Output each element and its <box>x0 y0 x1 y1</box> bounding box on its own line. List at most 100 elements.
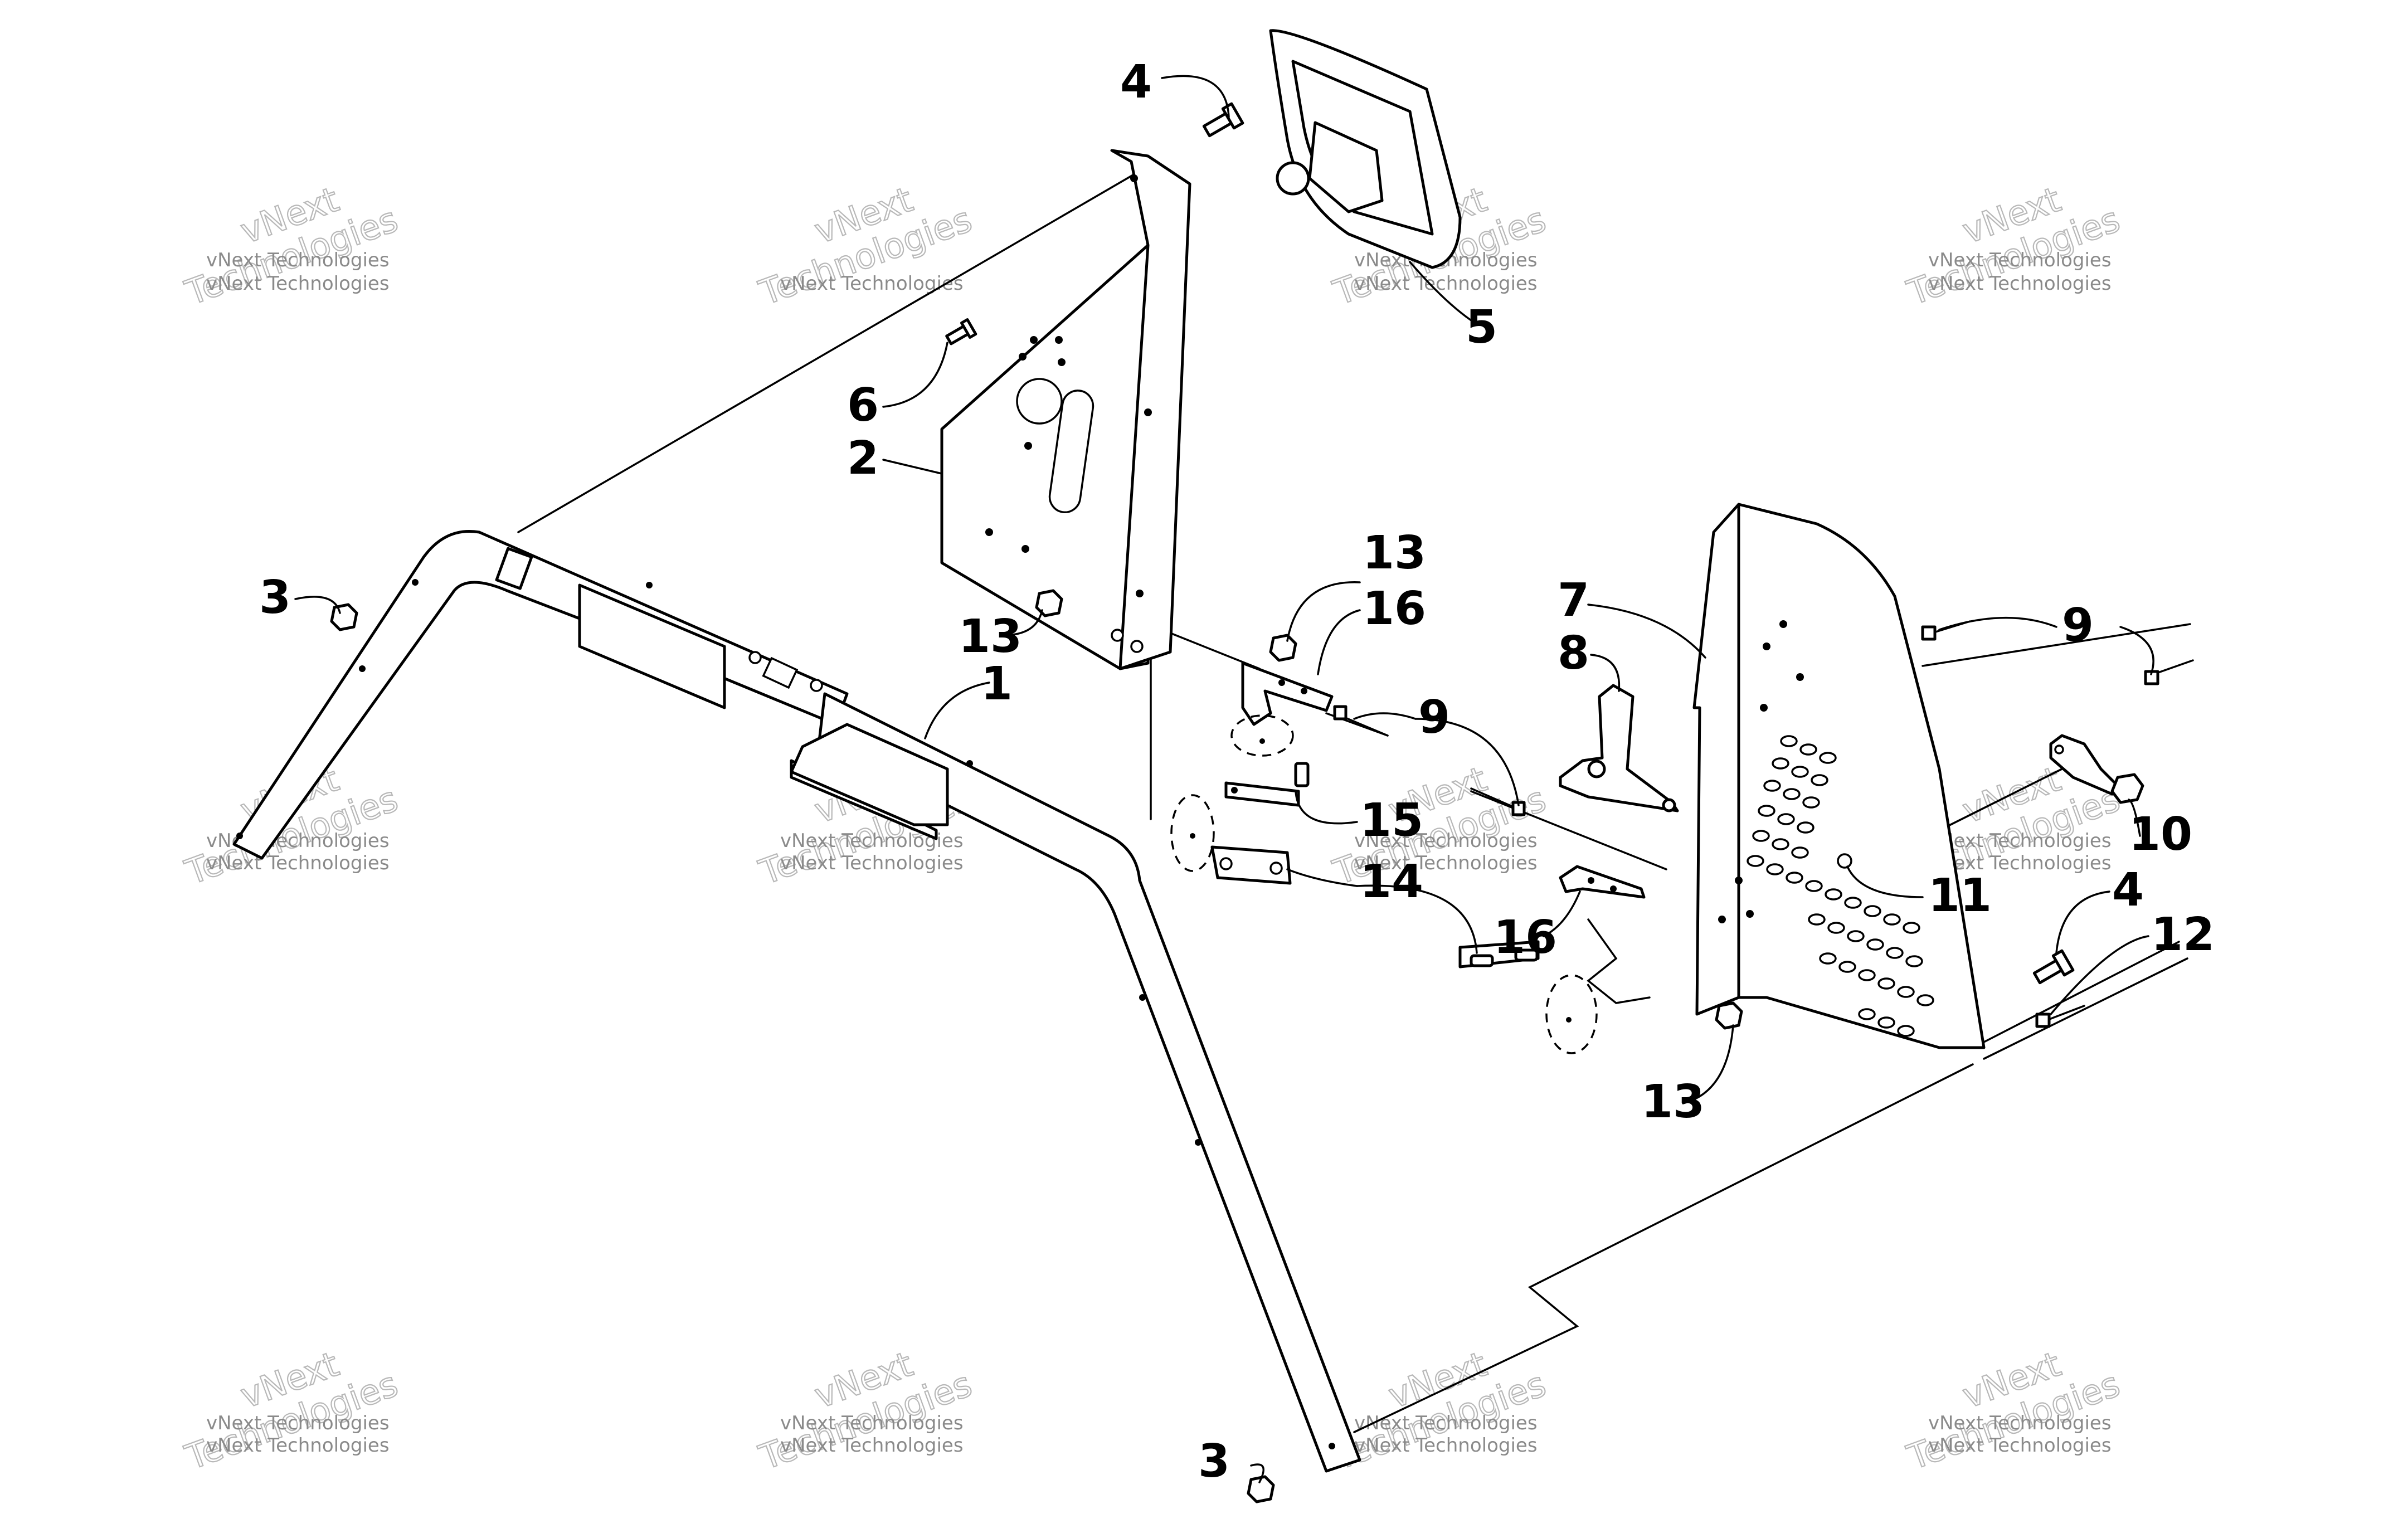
callout-2: 2 <box>847 432 879 485</box>
frame-right-section <box>818 692 1361 1473</box>
screw-head <box>960 318 977 339</box>
leader-line <box>1470 790 1667 870</box>
callout-9-right: 9 <box>2062 599 2094 652</box>
washer-phantom <box>1545 974 1598 1054</box>
panel-left <box>940 244 1150 670</box>
frame-tab <box>495 547 533 590</box>
frame-hole <box>1195 1139 1201 1146</box>
panel-right-flange <box>1692 503 1740 1016</box>
bracket-body <box>1559 865 1646 899</box>
watermark-caption: vNext Technologies <box>206 1434 390 1457</box>
watermark-caption: vNext Technologies <box>1928 249 2112 271</box>
watermark-caption: vNext Technologies <box>206 249 390 271</box>
callout-4-top: 4 <box>1120 56 1152 109</box>
callout-1: 1 <box>981 658 1013 710</box>
pin-shank <box>1470 787 1517 809</box>
panel-hole <box>1058 358 1066 366</box>
frame-hole <box>412 579 419 586</box>
leader-3-top <box>294 596 341 614</box>
callout-14: 14 <box>1360 855 1423 908</box>
vent-hole <box>1844 897 1862 909</box>
callouts: 4 5 6 2 3 13 1 13 16 9 15 14 16 7 8 13 1… <box>259 56 2215 1488</box>
bracket-hole <box>1588 877 1594 884</box>
washer-phantom <box>1170 794 1215 872</box>
vent-hole <box>1802 796 1820 809</box>
vent-hole <box>1819 952 1837 965</box>
leader-line <box>1983 957 2188 1060</box>
plate-stud <box>1294 762 1310 787</box>
frame-slot <box>762 656 799 689</box>
leader-13-bottom <box>1682 1024 1734 1104</box>
hex-nut <box>1035 589 1063 617</box>
vent-hole <box>1877 977 1895 990</box>
callout-6: 6 <box>847 379 879 432</box>
watermark-caption: vNext Technologies <box>1354 1434 1538 1457</box>
vent-hole <box>1811 774 1828 786</box>
callout-13-top: 13 <box>1363 527 1426 580</box>
vent-hole <box>1886 947 1904 959</box>
floor-reference-line <box>1353 1063 1974 1433</box>
bracket-body <box>1559 684 1679 812</box>
panel-hole <box>1030 336 1038 344</box>
panel-hole <box>1024 442 1032 450</box>
frame-hole <box>646 582 653 588</box>
vent-hole <box>1897 1025 1915 1037</box>
vent-hole <box>1883 913 1901 926</box>
callout-leaders <box>294 75 2154 1483</box>
callout-16-top: 16 <box>1363 582 1426 635</box>
hex-nut <box>330 603 358 631</box>
leader-4-top <box>1161 75 1230 118</box>
hex-nut <box>1269 634 1297 662</box>
panel-hole <box>1130 174 1138 182</box>
vent-hole <box>1805 880 1823 892</box>
watermark-caption: vNext Technologies <box>206 1412 390 1434</box>
vent-hole <box>1766 863 1784 875</box>
vent-hole <box>1797 821 1814 834</box>
leader-line <box>1921 623 2191 667</box>
leader-8 <box>1590 654 1621 692</box>
pin-shank <box>2047 1005 2085 1021</box>
vent-hole <box>1905 955 1923 967</box>
leader-6 <box>882 342 948 408</box>
leader-12 <box>2050 935 2149 1015</box>
callout-7: 7 <box>1558 574 1589 627</box>
panel-hole <box>1055 336 1063 344</box>
plate-stud <box>1470 954 1494 967</box>
part-10-bracket <box>2049 734 2144 804</box>
leader-13-top <box>1286 581 1361 642</box>
frame-side-plate <box>578 583 726 709</box>
part-13-nut-bottom <box>1715 1001 1743 1030</box>
panel-hole <box>1796 673 1804 681</box>
plate-body <box>1224 781 1300 807</box>
watermark-caption: vNext Technologies <box>1928 852 2112 874</box>
watermark-caption: vNext Technologies <box>1928 1412 2112 1434</box>
panel-hole <box>1016 378 1063 425</box>
leader-10 <box>2128 799 2141 837</box>
watermark-caption: vNext Technologies <box>780 1434 964 1457</box>
panel-hole <box>1144 408 1152 416</box>
vent-hole <box>1808 913 1826 926</box>
vent-hole <box>1780 735 1798 747</box>
vent-hole <box>1763 780 1781 792</box>
washer-phantom <box>1230 714 1294 757</box>
panel-hole <box>1019 353 1027 361</box>
callout-13-bottom: 13 <box>1641 1075 1705 1128</box>
callout-4-right: 4 <box>2112 864 2144 917</box>
vent-hole <box>1903 922 1920 934</box>
callout-16-mid: 16 <box>1494 911 1557 964</box>
part-14-plate-right <box>1458 940 1598 1054</box>
panel-hole <box>1760 704 1768 712</box>
plate-hole <box>1269 862 1283 875</box>
panel-vent-holes <box>1747 735 1934 1037</box>
vent-hole <box>1777 813 1795 825</box>
callout-9-mid: 9 <box>1418 691 1450 744</box>
frame-hole <box>748 651 762 664</box>
watermark-caption: vNext Technologies <box>1928 1434 2112 1457</box>
pin-head <box>2035 1013 2051 1028</box>
frame-mount-bracket <box>790 723 949 826</box>
panel-hole <box>1111 629 1124 642</box>
hex-nut <box>1715 1001 1743 1030</box>
panel-hole <box>1136 590 1144 597</box>
watermark-caption: vNext Technologies <box>780 1412 964 1434</box>
bracket-hole <box>1610 885 1617 892</box>
